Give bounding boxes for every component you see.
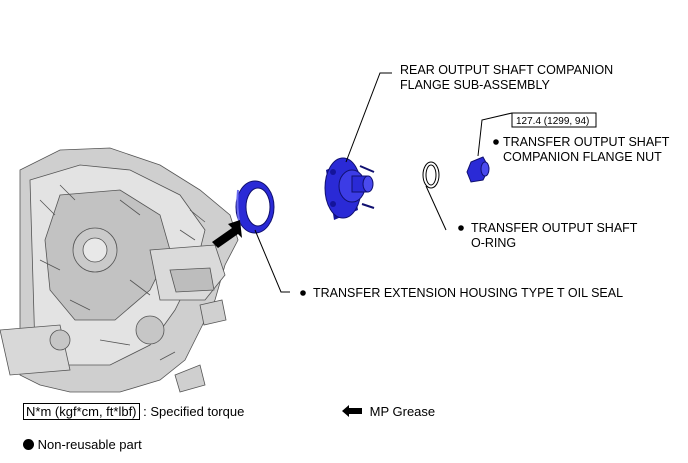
flange-nut-part [466,156,490,183]
companion-flange-part [324,157,375,220]
o-ring-part [422,161,440,189]
oil-seal-part [235,180,275,234]
torque-box [511,112,597,128]
legend-torque: N*m (kgf*cm, ft*lbf) : Specified torque [23,403,245,420]
legend-nonreusable: Non-reusable part [23,437,142,452]
oil-seal-dot-icon [300,290,306,296]
legend-torque-text: : Specified torque [143,404,245,419]
filled-circle-icon [23,439,34,450]
o-ring-dot-icon [458,225,464,231]
legend-grease-text: MP Grease [369,404,436,419]
transfer-case-housing [0,147,239,393]
legend-nonreusable-text: Non-reusable part [37,437,142,452]
callout-rear-flange-line1: REAR OUTPUT SHAFT COMPANION [400,63,613,77]
nonreusable-dot-icon [493,139,499,145]
grease-arrow-icon [212,220,242,248]
callout-o-ring-line1: TRANSFER OUTPUT SHAFT [471,221,638,235]
callout-rear-flange-line2: FLANGE SUB-ASSEMBLY [400,78,550,92]
arrow-left-icon [342,405,362,417]
torque-value: 127.4 (1299, 94) [516,116,589,127]
legend-grease: MP Grease [342,404,435,419]
legend-torque-unit: N*m (kgf*cm, ft*lbf) [23,403,140,420]
callout-flange-nut-line2: COMPANION FLANGE NUT [503,150,662,164]
callout-flange-nut-line1: TRANSFER OUTPUT SHAFT [503,135,670,149]
callout-o-ring-line2: O-RING [471,236,516,250]
callout-oil-seal: TRANSFER EXTENSION HOUSING TYPE T OIL SE… [313,286,623,300]
leader-lines [254,72,513,293]
